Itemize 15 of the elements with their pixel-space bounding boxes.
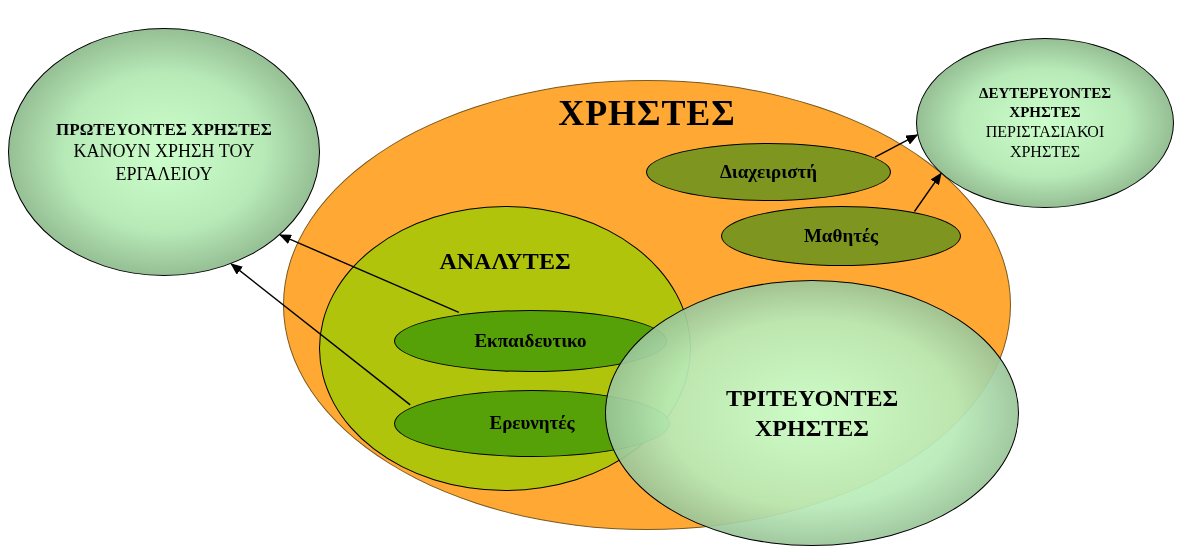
group-label: Εκπαιδευτικο	[474, 328, 587, 353]
arrow	[279, 234, 460, 314]
group-label: ΧΡΗΣΤΕΣ	[558, 95, 736, 131]
group-description: ΠΕΡΙΣΤΑΣΙΑΚΟΙ ΧΡΗΣΤΕΣ	[984, 121, 1106, 162]
arrow	[913, 172, 942, 213]
group-label: Ερευνητές	[489, 411, 575, 436]
group-label: ΔΕΥΤΕΡΕΥΟΝΤΕΣ ΧΡΗΣΤΕΣ	[978, 84, 1112, 122]
arrow	[230, 263, 411, 406]
arrow	[874, 134, 919, 158]
group-label: ΠΡΩΤΕΥΟΝΤΕΣ ΧΡΗΣΤΕΣ	[56, 118, 272, 141]
group-label: ΤΡΙΤΕΥΟΝΤΕΣ ΧΡΗΣΤΕΣ	[724, 384, 900, 443]
group-label: Μαθητές	[803, 223, 879, 248]
group-label: ΑΝΑΛΥΤΕΣ	[439, 247, 571, 276]
group-label: Διαχειριστή	[719, 159, 818, 184]
group-description: ΚΑΝΟΥΝ ΧΡΗΣΗ ΤΟΥ ΕΡΓΑΛΕΙΟΥ	[72, 140, 256, 186]
